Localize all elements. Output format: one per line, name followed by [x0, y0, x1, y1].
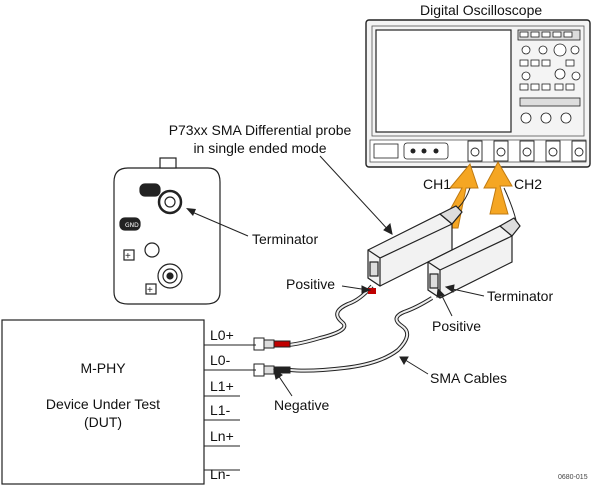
- probe-caption-line1: P73xx SMA Differential probe: [168, 122, 352, 138]
- svg-text:+: +: [125, 251, 131, 262]
- probe-ch1: [367, 205, 463, 287]
- scope-channel-inputs: [467, 140, 587, 162]
- probe-ch2: [427, 217, 521, 299]
- dut-line1: M-PHY: [80, 360, 126, 376]
- negative-label: Negative: [274, 397, 330, 413]
- probe-caption-line2: in single ended mode: [193, 140, 327, 156]
- positive-label-left: Positive: [286, 276, 336, 292]
- dut-pin-l1-minus: L1-: [210, 402, 231, 418]
- svg-text:+: +: [147, 285, 153, 296]
- sma-cables: [287, 284, 434, 373]
- dut-pin-l0-plus: L0+: [210, 327, 234, 343]
- dut-line2: Device Under Test: [45, 396, 161, 412]
- sma-cables-label: SMA Cables: [430, 370, 508, 386]
- ch1-label: CH1: [423, 176, 452, 192]
- ch2-label: CH2: [514, 176, 543, 192]
- terminator-label-left: Terminator: [252, 231, 319, 247]
- svg-text:GND: GND: [125, 222, 139, 229]
- dut-pin-l1-plus: L1+: [210, 378, 234, 394]
- positive-label-right: Positive: [432, 318, 482, 334]
- leader-lines: [273, 155, 485, 397]
- dut-pin-ln-plus: Ln+: [210, 428, 234, 444]
- oscilloscope: [365, 19, 591, 168]
- sma-connectors: [253, 337, 291, 377]
- terminator-closeup: GND + +: [113, 157, 221, 305]
- dut-pin-ln-minus: Ln-: [210, 466, 231, 482]
- terminator-label-right: Terminator: [487, 288, 554, 304]
- probe-caption: P73xx SMA Differential probe in single e…: [160, 122, 360, 156]
- scope-controls: [517, 29, 581, 124]
- figure-id: 0680-015: [558, 474, 588, 481]
- dut-box: [1, 319, 256, 485]
- scope-screen: [375, 29, 512, 133]
- dut-pin-l0-minus: L0-: [210, 352, 231, 368]
- dut-description: M-PHY Device Under Test (DUT): [2, 360, 204, 430]
- oscilloscope-title: Digital Oscilloscope: [420, 2, 543, 18]
- dut-line3: (DUT): [83, 414, 123, 430]
- ch2-arrow: [483, 160, 513, 215]
